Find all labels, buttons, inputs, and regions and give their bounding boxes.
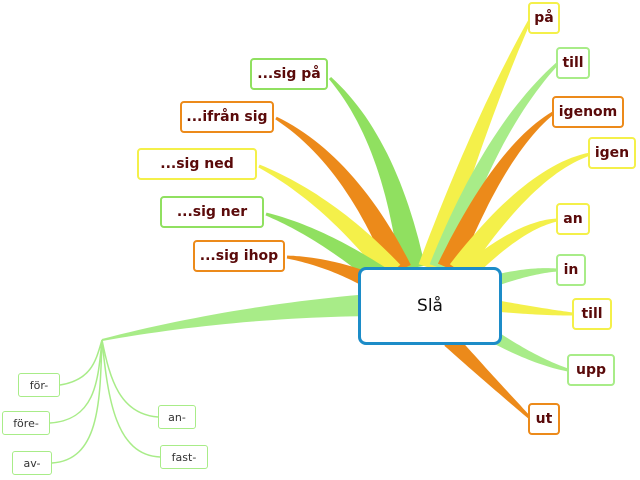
connector-prefix-fast — [101, 339, 161, 458]
connector-ut — [444, 334, 531, 420]
connector-sig-ihop — [286, 255, 376, 290]
connector-sig-ned — [258, 164, 401, 280]
branch-till-1[interactable]: till — [556, 47, 590, 79]
branch-an[interactable]: an — [556, 203, 590, 235]
branch-pa[interactable]: på — [528, 2, 560, 34]
branch-igen[interactable]: igen — [588, 137, 636, 169]
branch-in[interactable]: in — [556, 254, 586, 286]
connector-igenom — [437, 111, 554, 273]
center-node[interactable]: Slå — [358, 267, 502, 345]
prefix-fast[interactable]: fast- — [160, 445, 208, 469]
connector-prefix-an — [101, 339, 159, 418]
connector-prefix-for — [59, 339, 103, 386]
branch-till-2[interactable]: till — [572, 298, 612, 330]
prefix-fore[interactable]: före- — [2, 411, 50, 435]
prefix-av[interactable]: av- — [12, 451, 52, 475]
connector-ifran-sig — [275, 116, 411, 275]
branch-sig-pa[interactable]: ...sig på — [250, 58, 328, 90]
prefix-for[interactable]: för- — [18, 373, 60, 397]
branch-ifran-sig[interactable]: ...ifrån sig — [180, 101, 274, 133]
branch-sig-ned[interactable]: ...sig ned — [137, 148, 257, 180]
connector-till-2 — [489, 299, 574, 316]
branch-sig-ner[interactable]: ...sig ner — [160, 196, 264, 228]
branch-sig-ihop[interactable]: ...sig ihop — [193, 240, 285, 272]
branch-upp[interactable]: upp — [567, 354, 615, 386]
connector-in — [488, 268, 557, 288]
prefix-an[interactable]: an- — [158, 405, 196, 429]
connector-prefix-av — [51, 339, 103, 464]
branch-ut[interactable]: ut — [528, 403, 560, 435]
connector-sig-pa — [328, 77, 425, 271]
branch-igenom[interactable]: igenom — [552, 96, 624, 128]
connector-prefix-hub — [101, 294, 371, 341]
connector-igen — [449, 152, 591, 276]
connector-pa — [418, 19, 532, 272]
connector-an — [462, 218, 558, 278]
connector-sig-ner — [265, 212, 386, 285]
connector-prefix-fore — [49, 339, 103, 424]
